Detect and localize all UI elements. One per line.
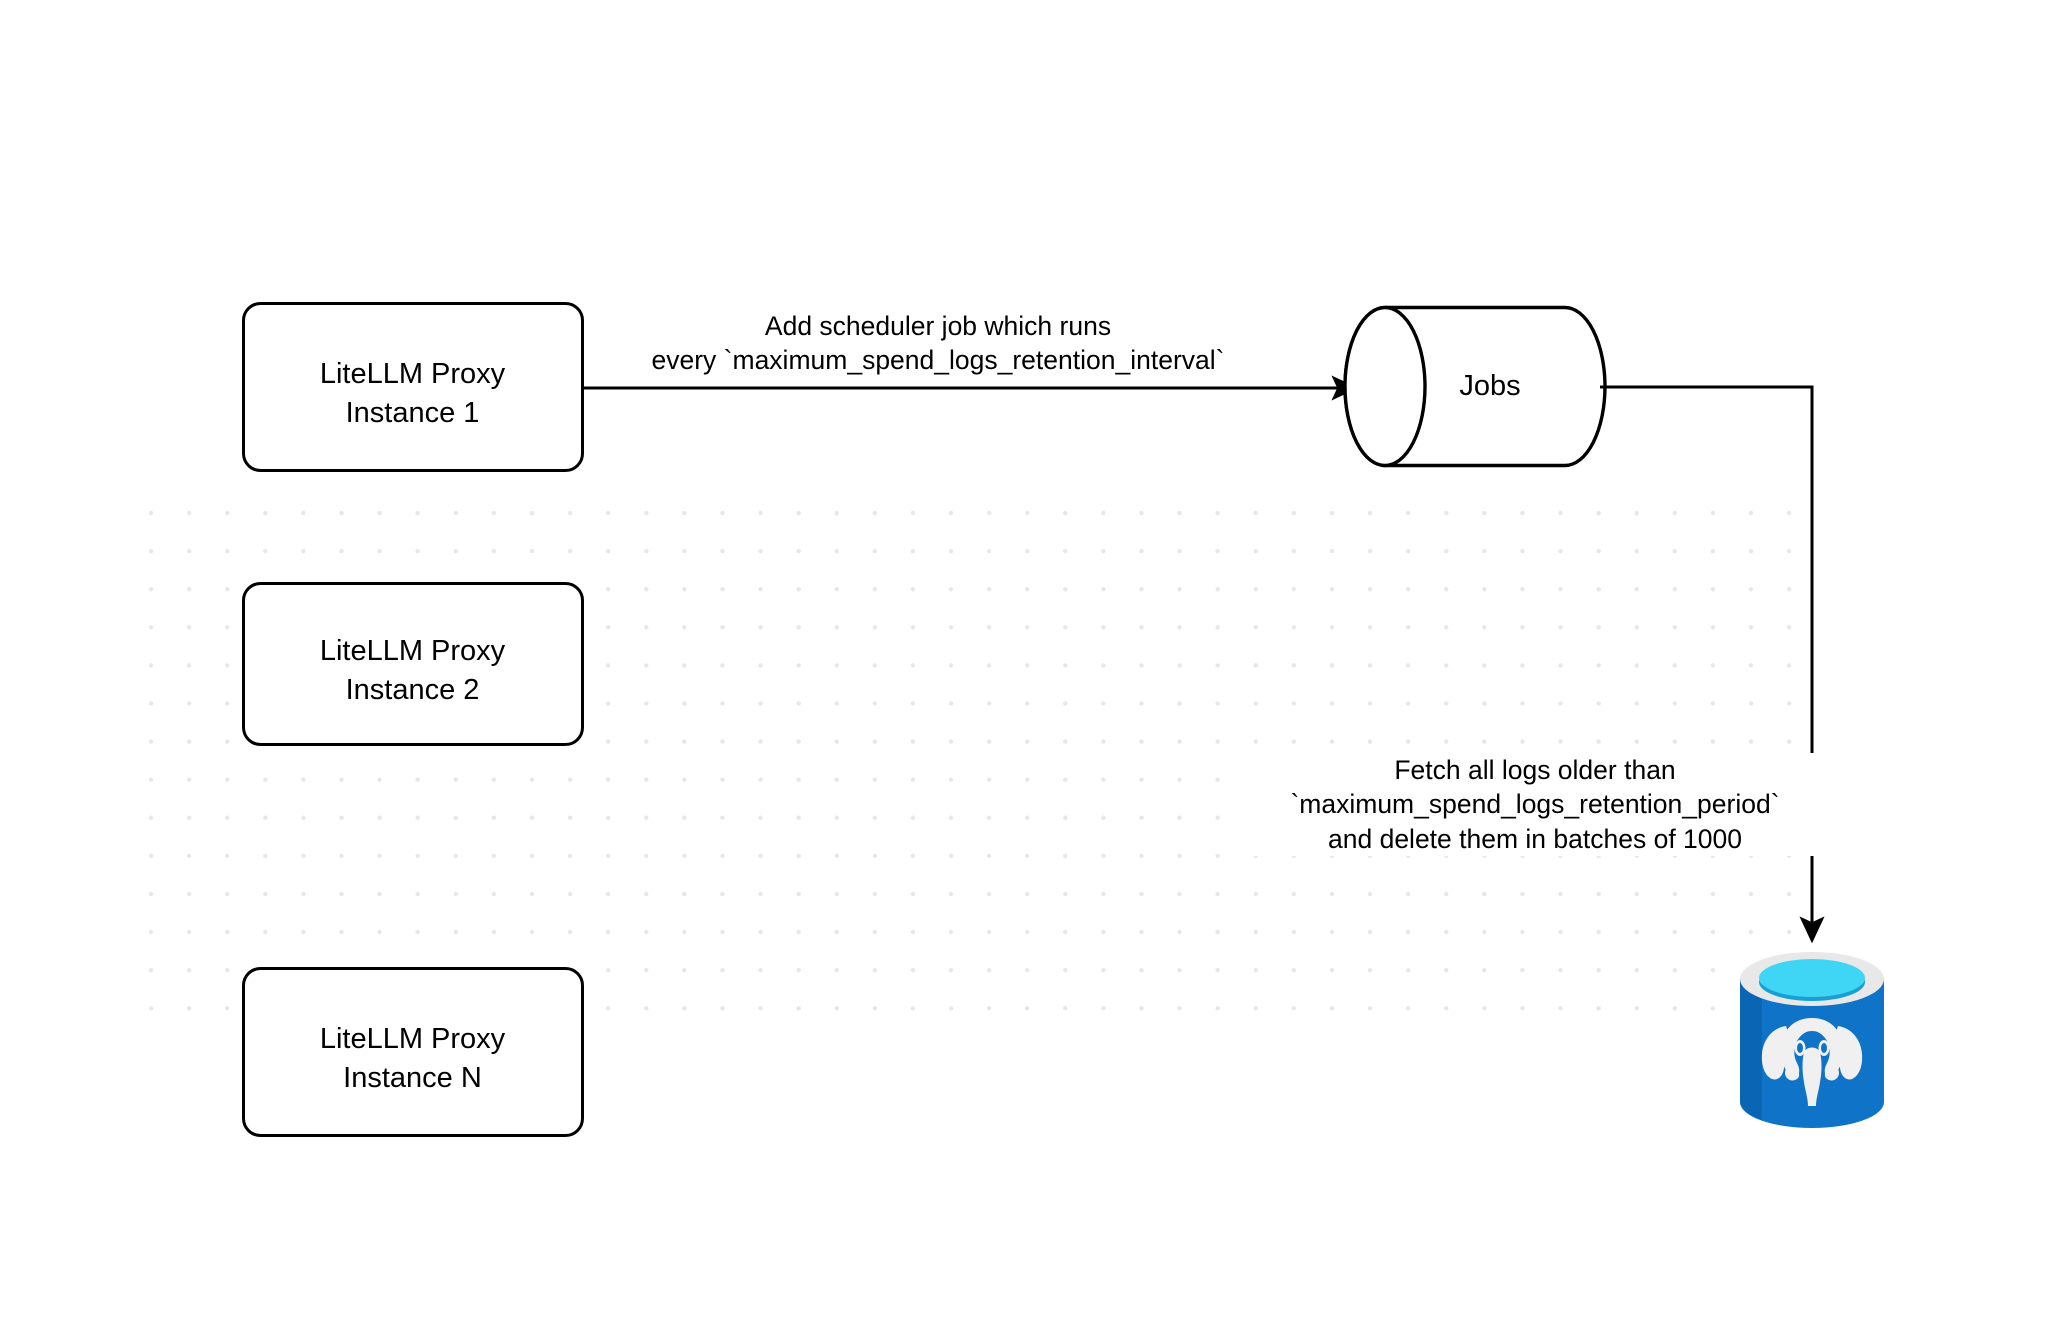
node-proxy-instance-2[interactable] xyxy=(242,582,584,746)
edge-delete-logs-line xyxy=(1600,385,1825,944)
node-jobs-face xyxy=(1343,305,1427,468)
node-proxy-instance-1[interactable] xyxy=(242,302,584,472)
node-proxy-instance-n[interactable] xyxy=(242,967,584,1137)
pg-elephant-eyes xyxy=(1797,1043,1827,1053)
pg-body-shadow xyxy=(1740,978,1762,1120)
postgresql-database-icon[interactable] xyxy=(1736,948,1888,1136)
pg-elephant-mark xyxy=(1761,1018,1863,1106)
pg-top-surface xyxy=(1759,959,1865,997)
